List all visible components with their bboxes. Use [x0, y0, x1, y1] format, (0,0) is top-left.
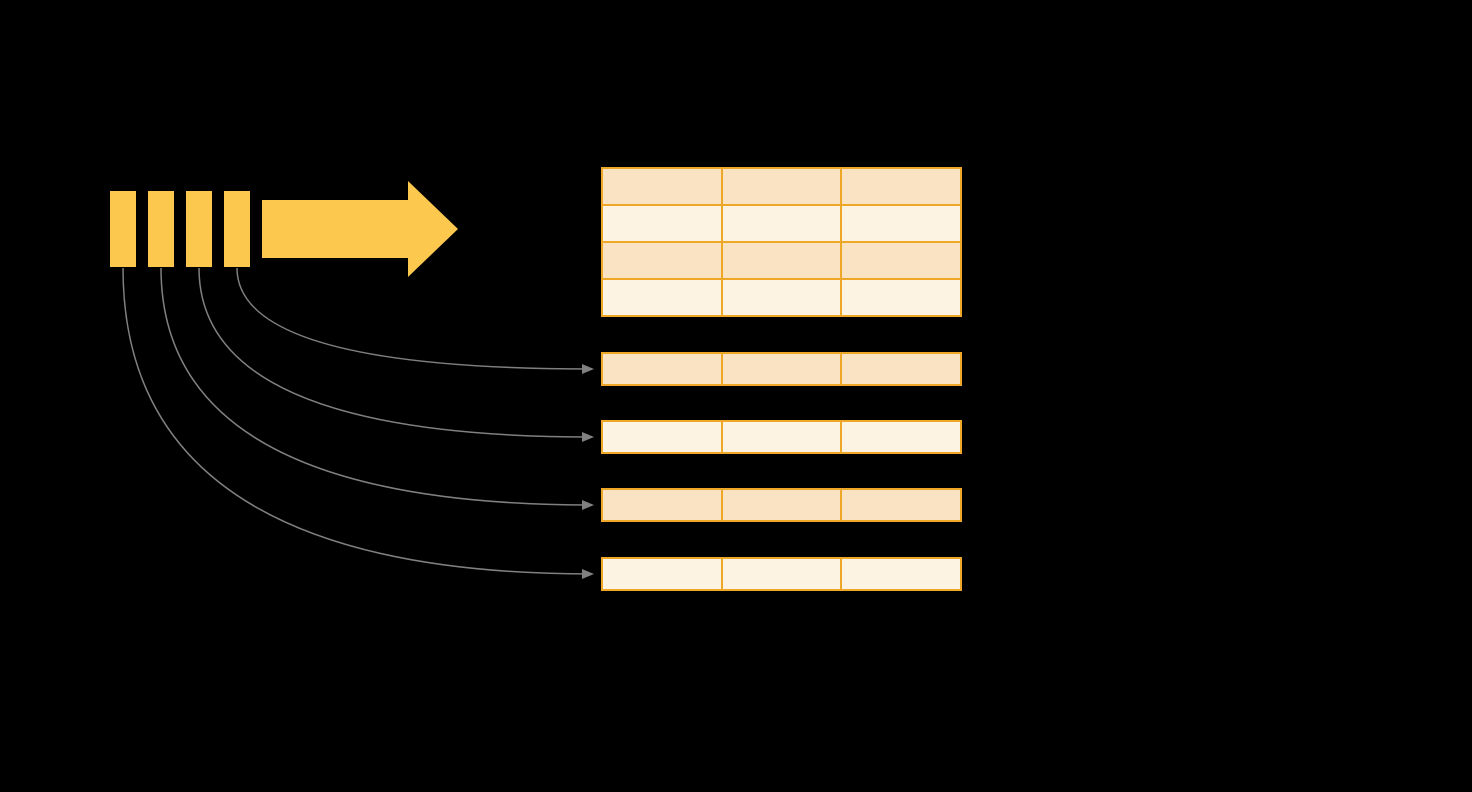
table-cell [603, 490, 721, 520]
table-cell [842, 206, 960, 241]
token-bar [110, 191, 136, 267]
table-cell [842, 559, 960, 589]
row-table [601, 352, 962, 386]
table-cell [603, 354, 721, 384]
connector-arrow [122, 267, 594, 579]
main-table [601, 167, 962, 317]
table-cell [842, 280, 960, 315]
table-cell [722, 169, 841, 204]
connector-arrow [198, 267, 594, 442]
table-cell [722, 422, 841, 452]
row-table [601, 420, 962, 454]
right-arrow-icon [262, 181, 458, 277]
table-cell [603, 206, 721, 241]
table-cell [603, 243, 721, 278]
table-cell [842, 354, 960, 384]
token-bar [186, 191, 212, 267]
table-cell [722, 490, 841, 520]
table-cell [603, 559, 721, 589]
token-bar [148, 191, 174, 267]
row-table [601, 488, 962, 522]
table-cell [603, 422, 721, 452]
table-cell [722, 354, 841, 384]
row-table [601, 557, 962, 591]
table-cell [603, 169, 721, 204]
connector-arrow [236, 267, 594, 374]
table-cell [842, 243, 960, 278]
table-cell [842, 490, 960, 520]
connector-arrow [160, 267, 594, 510]
table-cell [722, 280, 841, 315]
table-cell [722, 559, 841, 589]
table-cell [842, 422, 960, 452]
table-cell [842, 169, 960, 204]
table-cell [722, 206, 841, 241]
token-bar [224, 191, 250, 267]
table-cell [603, 280, 721, 315]
table-cell [722, 243, 841, 278]
connector-group [122, 267, 594, 579]
